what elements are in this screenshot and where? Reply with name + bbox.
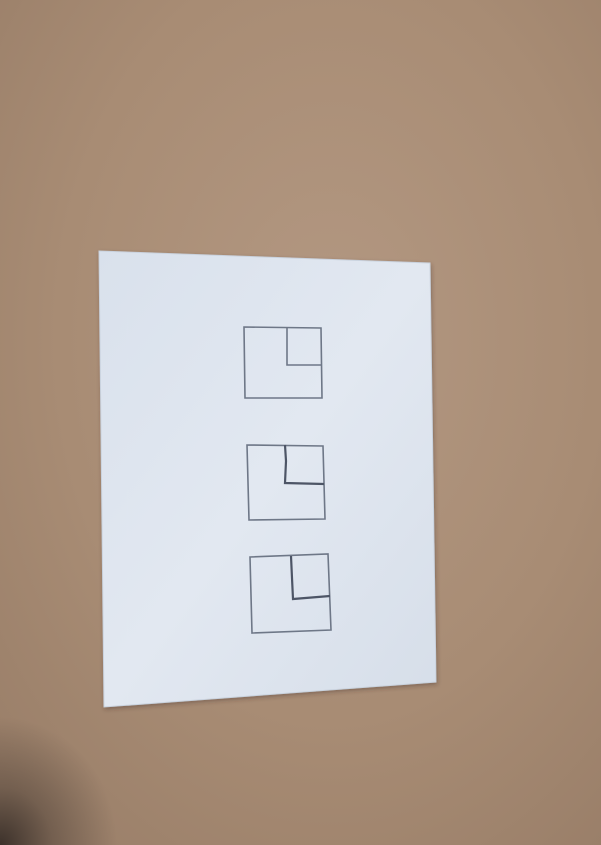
paper-sheet bbox=[98, 250, 437, 708]
outer-square-1 bbox=[243, 326, 323, 399]
outer-square-2 bbox=[246, 444, 326, 521]
inner-corner-box-1 bbox=[286, 328, 321, 366]
square-figure-1 bbox=[243, 326, 323, 399]
outer-square-3 bbox=[249, 553, 332, 634]
square-figure-3 bbox=[249, 553, 332, 634]
inner-corner-box-2 bbox=[283, 444, 325, 486]
inner-corner-box-3 bbox=[289, 555, 331, 601]
square-figure-2 bbox=[246, 444, 326, 521]
